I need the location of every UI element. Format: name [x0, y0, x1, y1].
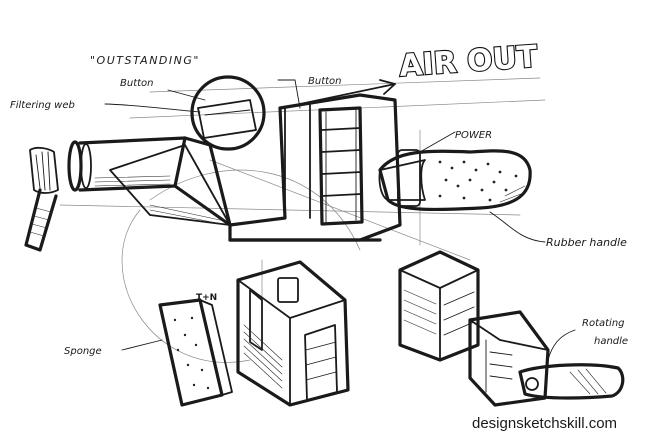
label-filtering-web: Filtering web [10, 100, 75, 111]
label-rotating: Rotating [582, 318, 625, 329]
label-power: POWER [455, 130, 492, 141]
canister-open-view [236, 260, 350, 407]
rotating-handle-assembly [468, 310, 625, 407]
label-button-top: Button [120, 78, 154, 89]
label-rubber-handle: Rubber handle [546, 236, 627, 249]
label-button-mid: Button [308, 76, 342, 87]
vacuum-main-body [24, 75, 532, 252]
title-air-out: AIR OUT [398, 39, 539, 84]
filter-housing-detail [398, 250, 480, 362]
label-tiny-note: T+N [196, 293, 217, 303]
label-outstanding: "OUTSTANDING" [90, 54, 200, 67]
label-handle: handle [594, 336, 628, 347]
label-sponge: Sponge [64, 346, 102, 357]
rubber-grip-texture [438, 160, 518, 202]
callout-leaders [104, 79, 576, 361]
sponge-block [158, 298, 233, 407]
watermark: designsketchskill.com [472, 415, 617, 432]
